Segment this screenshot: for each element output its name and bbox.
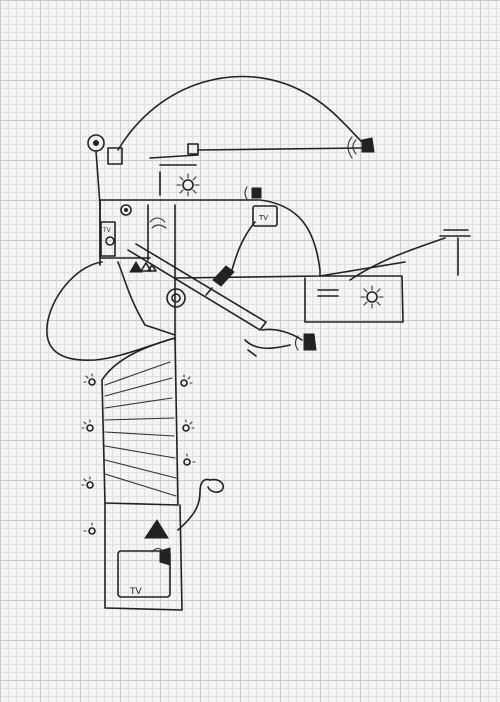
curved-lounge-outline: [46, 261, 176, 361]
tv-small-label: TV: [258, 214, 268, 222]
socket-box: [107, 147, 123, 165]
remote-controller-icon: [177, 478, 225, 531]
wall-light-icons-left: [81, 373, 96, 535]
triangle-icons: [129, 261, 157, 273]
media-player-icon: [205, 265, 235, 296]
wall-mount-right: [439, 229, 471, 276]
tv-bottom: TV: [117, 547, 171, 598]
lower-corridor-outline: [101, 337, 179, 506]
projector-icon: [166, 288, 186, 308]
lamp-icon-top-left: [87, 134, 105, 206]
socket-box-small: [187, 143, 199, 155]
tv-wall-left: TV: [100, 221, 116, 257]
tv-small-top: TV: [252, 205, 278, 227]
bottom-room-outline: [104, 502, 183, 611]
light-icon-top: [176, 173, 200, 197]
cable-top-horizontal: [197, 147, 363, 151]
light-icon-right-annex: [360, 285, 384, 309]
right-annex-outline: [304, 261, 406, 323]
speaker-icon-top-center: [244, 186, 262, 200]
cable-arc-top: [117, 75, 363, 151]
diagonal-bench: [127, 243, 267, 331]
staircase-lines: [104, 361, 177, 497]
tv-bottom-label: TV: [129, 587, 142, 597]
triangle-speaker-icon: [144, 519, 169, 539]
wall-light-icons-right: [180, 374, 196, 466]
speaker-icon-mid-right: [294, 333, 317, 351]
ceiling-speaker-icon: [120, 204, 132, 216]
tv-wall-label: TV: [102, 227, 112, 234]
